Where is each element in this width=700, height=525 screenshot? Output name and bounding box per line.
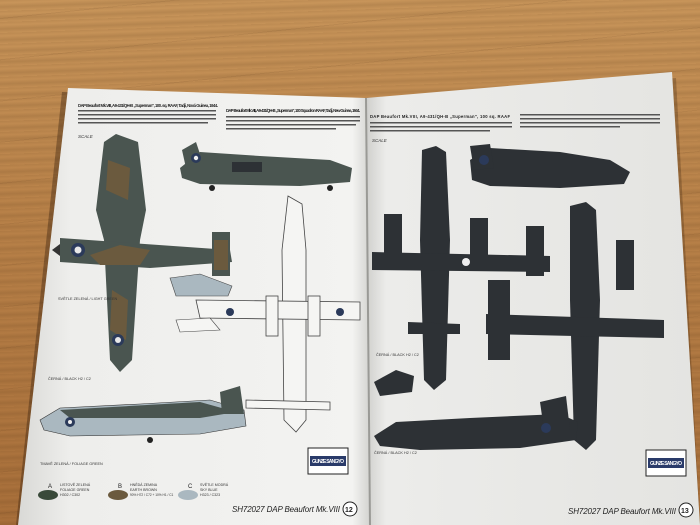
left-page-number-badge xyxy=(342,501,358,517)
svg-text:FOLIAGE GREEN: FOLIAGE GREEN xyxy=(60,488,90,492)
aircraft-side-profile-black-small xyxy=(374,370,414,396)
paint-label: TMAVĚ ZELENÁ / FOLIAGE GREEN xyxy=(40,461,103,466)
left-footer: SH72027 DAP Beaufort Mk.VIII xyxy=(232,505,341,514)
legend-item-b: B HNĚDÁ ZEMINA EARTH BROWN 90% H72 / C72… xyxy=(108,482,174,500)
svg-text:HNĚDÁ ZEMINA: HNĚDÁ ZEMINA xyxy=(130,482,158,487)
aircraft-side-profile-black-lower xyxy=(374,396,578,450)
aircraft-top-view-black-right xyxy=(486,202,664,450)
aircraft-side-profile-lower xyxy=(39,386,247,443)
svg-text:A: A xyxy=(48,484,52,490)
svg-text:SKY BLUE: SKY BLUE xyxy=(200,488,218,492)
svg-text:90% H72 / C72 + 10% H1 / C1: 90% H72 / C72 + 10% H1 / C1 xyxy=(130,493,174,497)
svg-text:EARTH BROWN: EARTH BROWN xyxy=(130,488,157,492)
spine xyxy=(365,97,371,525)
roundel xyxy=(541,423,551,433)
legend-item-a: A LISTOVĚ ZELENÁ FOLIAGE GREEN H302 / C3… xyxy=(38,482,91,500)
roundel xyxy=(226,308,234,316)
left-heading-2: DAP Beaufort Mk.VIII, A9-431/QH-B „Super… xyxy=(226,108,360,113)
aircraft-underside-view xyxy=(195,195,361,433)
roundel xyxy=(336,308,344,316)
svg-text:H323 / C323: H323 / C323 xyxy=(200,493,220,497)
roundel xyxy=(479,155,489,165)
right-heading: DAP Beaufort Mk.VIII, A9-431/QH-B „Super… xyxy=(370,114,510,119)
right-page-number-badge xyxy=(678,502,694,518)
right-page xyxy=(366,72,700,525)
svg-text:H302 / C302: H302 / C302 xyxy=(60,493,80,497)
svg-text:SVĚTLE MODRÁ: SVĚTLE MODRÁ xyxy=(200,482,229,487)
right-footer: SH72027 DAP Beaufort Mk.VIII xyxy=(568,507,677,516)
paint-label: ČERNÁ / BLACK H2 / C2 xyxy=(376,352,419,357)
aircraft-top-view-black xyxy=(372,146,550,390)
aircraft-side-profile-upper xyxy=(180,142,352,191)
svg-text:B: B xyxy=(118,484,122,490)
left-scale-label: SCALE xyxy=(78,134,94,139)
right-scale-label: SCALE xyxy=(372,138,388,143)
svg-text:GUNZE SANGYO: GUNZE SANGYO xyxy=(312,459,344,465)
left-heading-1: DAP Beaufort Mk.VIII, A9-431/QH-B „Super… xyxy=(78,103,218,108)
paint-legend: A LISTOVĚ ZELENÁ FOLIAGE GREEN H302 / C3… xyxy=(38,482,229,500)
right-page-number: 13 xyxy=(681,508,689,515)
paint-label: SVĚTLE ZELENÁ / LIGHT GREEN xyxy=(58,296,117,301)
aircraft-side-profile-sky xyxy=(169,273,233,333)
roundel xyxy=(462,258,470,266)
aircraft-top-view-camo xyxy=(52,134,232,372)
gunze-logo: GUNZE SANGYO xyxy=(307,447,349,475)
svg-text:GUNZE SANGYO: GUNZE SANGYO xyxy=(650,461,682,467)
svg-text:C: C xyxy=(188,484,193,490)
legend-item-c: C SVĚTLE MODRÁ SKY BLUE H323 / C323 xyxy=(178,482,229,500)
left-page-number: 12 xyxy=(345,507,353,514)
paint-label: ČERNÁ / BLACK H2 / C2 xyxy=(48,376,91,381)
paint-label: ČERNÁ / BLACK H2 / C2 xyxy=(374,450,417,455)
gunze-logo: GUNZE SANGYO xyxy=(645,449,687,477)
svg-text:LISTOVĚ ZELENÁ: LISTOVĚ ZELENÁ xyxy=(60,482,91,487)
